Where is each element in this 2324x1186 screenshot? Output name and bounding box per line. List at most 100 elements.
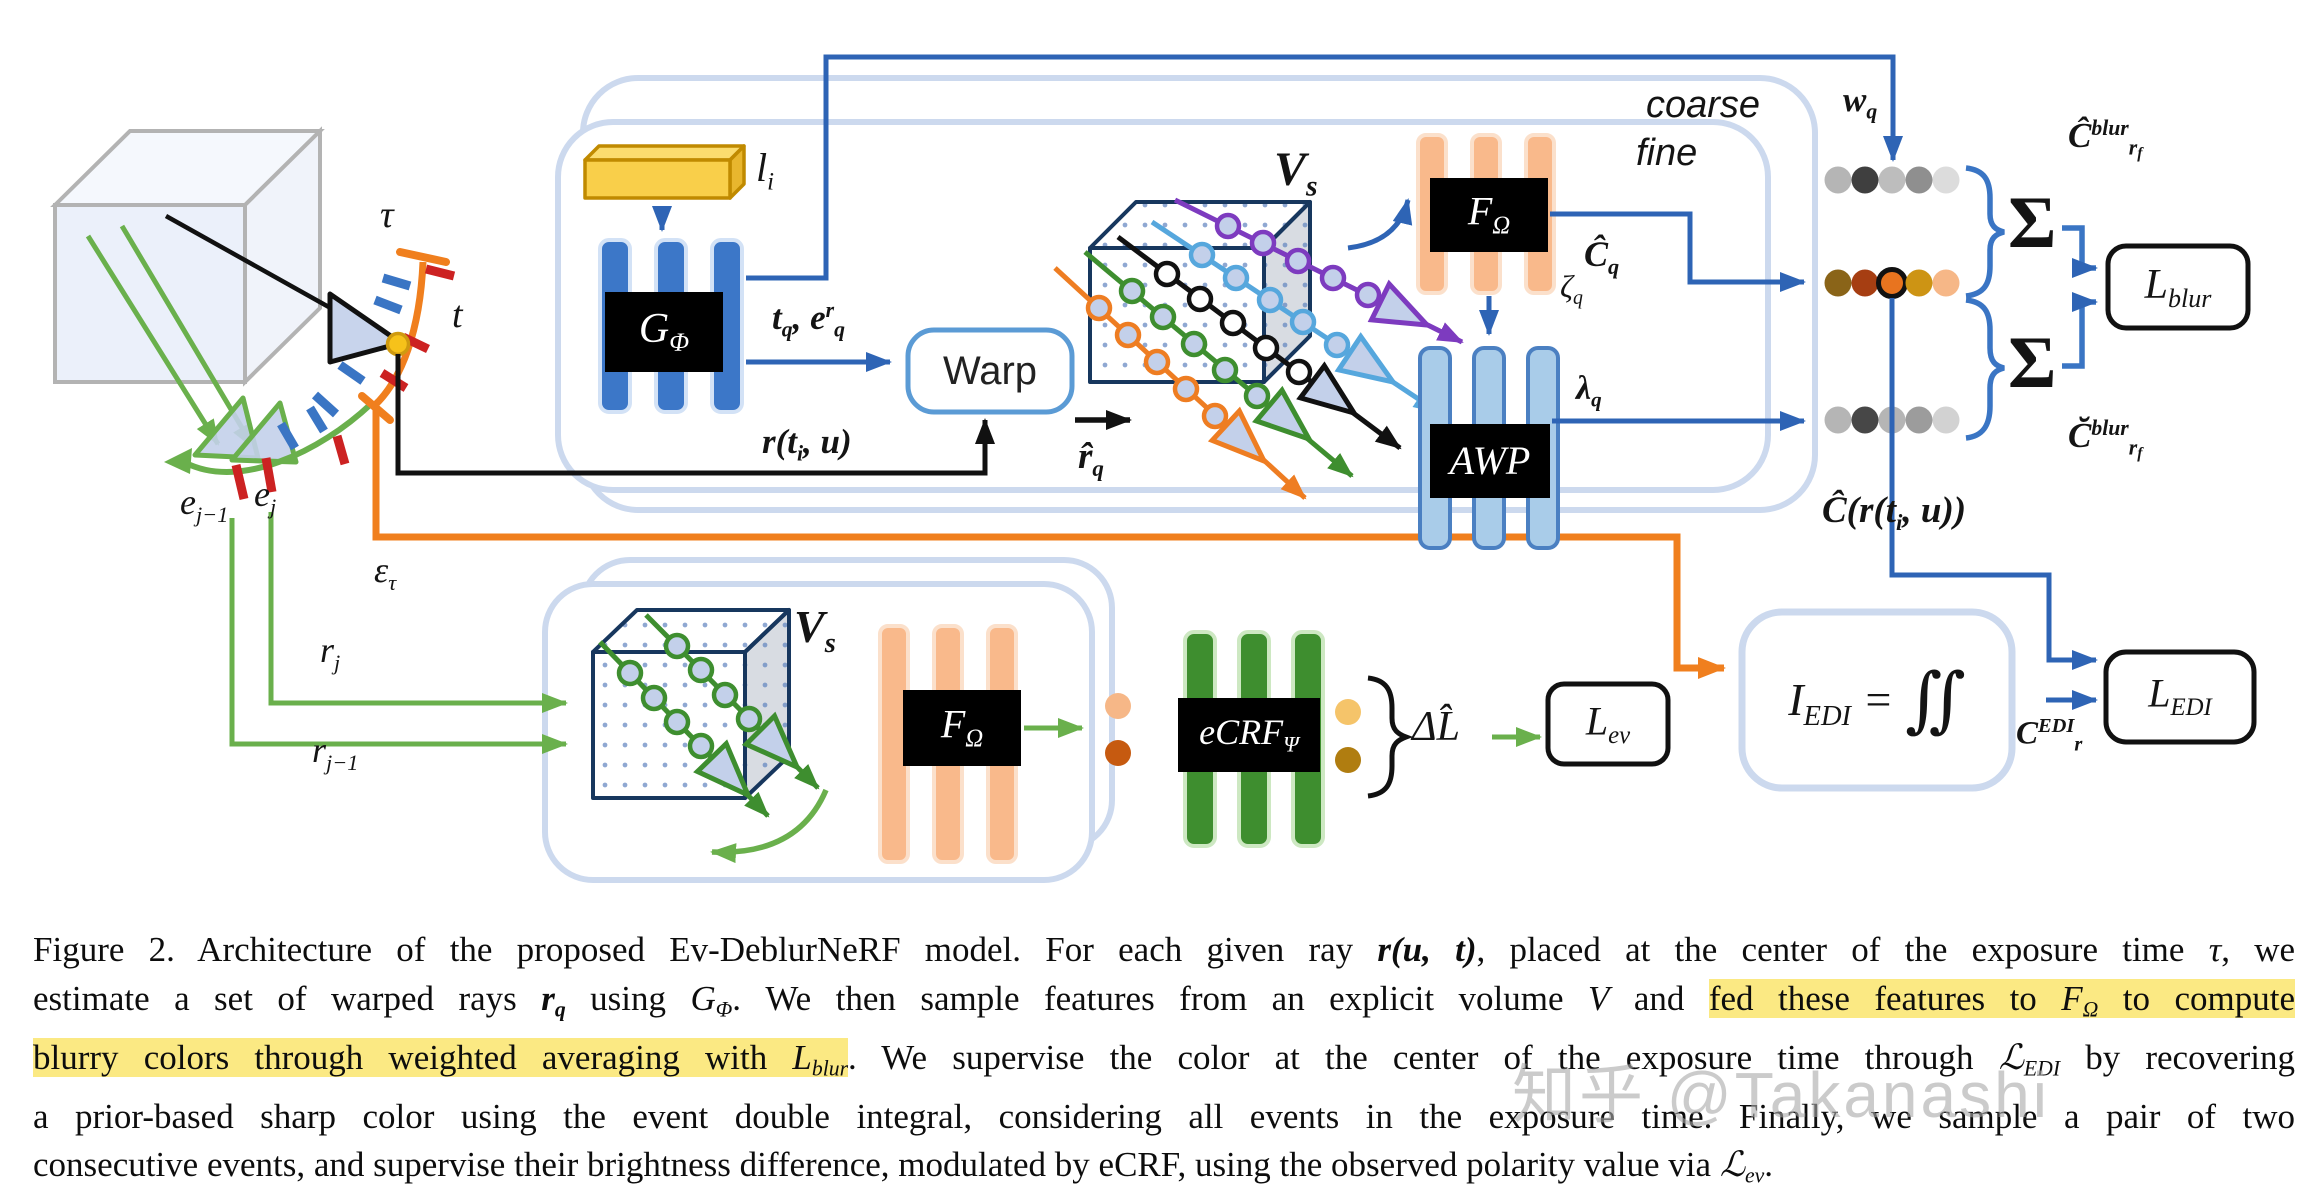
cblur-breve-label: C̆blurrf [2068, 416, 2143, 463]
tau-label: τ [380, 194, 394, 236]
sample-dot [1851, 166, 1879, 194]
iedi-label: IEDI = ∬ [1788, 660, 1966, 740]
cr-edi-label: CEDIr [2016, 715, 2083, 756]
delta-l-brace [1367, 675, 1414, 799]
warped-ray-green [1083, 250, 1354, 478]
fomega-bottom-label: FΩ [940, 701, 984, 752]
colors-dots-row [1824, 267, 1960, 299]
warped-ray-black [1116, 234, 1402, 451]
blue-event-ticks [277, 273, 412, 451]
events-to-edi-path [372, 406, 1726, 679]
sample-dot [1932, 406, 1960, 434]
t-label: t [452, 294, 463, 336]
vs-top-label: Vs [1274, 143, 1318, 203]
fomega-top-label: FΩ [1467, 188, 1511, 239]
gphi-label: GΦ [638, 305, 690, 358]
event-rjm1-path [229, 518, 568, 754]
warp-label: Warp [942, 349, 1038, 393]
wq-path [746, 54, 1903, 281]
sample-dot [1905, 406, 1933, 434]
lambda-q-label: λq [1576, 370, 1602, 412]
feature-volume-bottom [591, 608, 791, 800]
sample-dot [1851, 406, 1879, 434]
scene-cube [50, 126, 325, 387]
sum-top-to-lblur [2062, 225, 2098, 278]
ray-time-dot [385, 331, 411, 357]
rj-label: rj [320, 630, 341, 675]
sigma-top: Σ [2008, 182, 2057, 264]
sum-brace-top [1965, 165, 2005, 299]
zeta-q-label: ζq [1560, 268, 1583, 309]
rtiu-label: r(ti, u) [762, 422, 852, 466]
vs-bottom-label: Vs [794, 601, 836, 659]
sigma-bottom: Σ [2008, 322, 2057, 404]
event-rj-path [268, 512, 568, 713]
scene-ray-green-1 [85, 234, 221, 446]
center-color-to-ledi-path [1889, 298, 2098, 670]
epsilon-tau-label: ετ [374, 550, 397, 595]
ledi-label: LEDI [2148, 670, 2212, 721]
awp-mlp [1418, 346, 1560, 550]
scene-ray-black [164, 214, 354, 322]
rq-hat-label: r̂q [1078, 436, 1104, 482]
lev-label: Lev [1585, 698, 1631, 749]
rjm1-label: rj−1 [312, 730, 359, 775]
coarse-label: coarse [1646, 84, 1761, 126]
event-rays-bottom [598, 613, 829, 864]
fine-label: fine [1636, 132, 1698, 174]
chat-rtiu-label: Ĉ(r(ti, u)) [1822, 490, 1967, 536]
sample-dot [1824, 406, 1852, 434]
fomega-mlp-bottom [878, 624, 1021, 864]
ecrf-output-dot-1 [1335, 699, 1361, 725]
volume-to-fomega-arrow [1347, 198, 1413, 251]
tq-eqr-label: tq, erq [772, 298, 845, 342]
figure-caption: Figure 2. Architecture of the proposed E… [33, 930, 2296, 1186]
cq-hat-label: Ĉq [1584, 234, 1620, 279]
sum-bottom-to-lblur [2062, 292, 2098, 369]
ray-to-warp-path [395, 354, 995, 476]
warped-rays [1053, 197, 1464, 500]
sample-dot [1932, 166, 1960, 194]
sample-dot [1905, 166, 1933, 194]
awp-label: AWP [1449, 438, 1531, 483]
warped-ray-orange [1053, 266, 1307, 500]
cq-to-dots-path [1550, 211, 1806, 292]
ecrf-input-dot-1 [1105, 693, 1131, 719]
lblur-label: Lblur [2144, 261, 2212, 314]
lblur-box [2105, 243, 2251, 331]
li-embedding-bar [583, 144, 746, 200]
sample-dot [1932, 269, 1960, 297]
exposure-cap-top [396, 248, 450, 266]
sample-dot [1905, 269, 1933, 297]
ecrf-mlp [1178, 630, 1325, 848]
current-camera-frustum [327, 291, 404, 365]
ledi-box [2103, 649, 2257, 745]
lev-box [1545, 681, 1671, 767]
gphi-mlp [598, 238, 744, 414]
ecrf-output-dot-2 [1335, 747, 1361, 773]
ecrf-input-dot-2 [1105, 740, 1131, 766]
warped-ray-purple [1173, 197, 1464, 345]
sample-dot [1878, 166, 1906, 194]
warp-box [905, 327, 1075, 415]
weights-dots-row [1824, 166, 1960, 194]
sample-dot [1876, 267, 1908, 299]
awp-weights-dots-row [1824, 406, 1960, 434]
li-label: li [756, 145, 775, 196]
sum-brace-bottom [1965, 297, 2005, 441]
sample-dot [1824, 166, 1852, 194]
delta-l-label: ΔL̂ [1412, 704, 1461, 750]
trajectory-arrowhead [164, 448, 192, 474]
e-cur-label: ej [254, 474, 277, 519]
ecrf-label: eCRFΨ [1199, 711, 1299, 757]
architecture-diagram [50, 54, 2257, 883]
wq-label: wq [1843, 80, 1878, 124]
sample-dot [1824, 269, 1852, 297]
e-prev-label: ej−1 [180, 482, 229, 527]
watermark: 知乎 @Takanashi [1512, 1059, 2050, 1131]
camera-motion-swoosh [710, 788, 829, 864]
warped-ray-skyblue [1150, 219, 1440, 415]
cblur-hat-label: Ĉblurrf [2068, 116, 2143, 163]
sample-dot [1851, 269, 1879, 297]
